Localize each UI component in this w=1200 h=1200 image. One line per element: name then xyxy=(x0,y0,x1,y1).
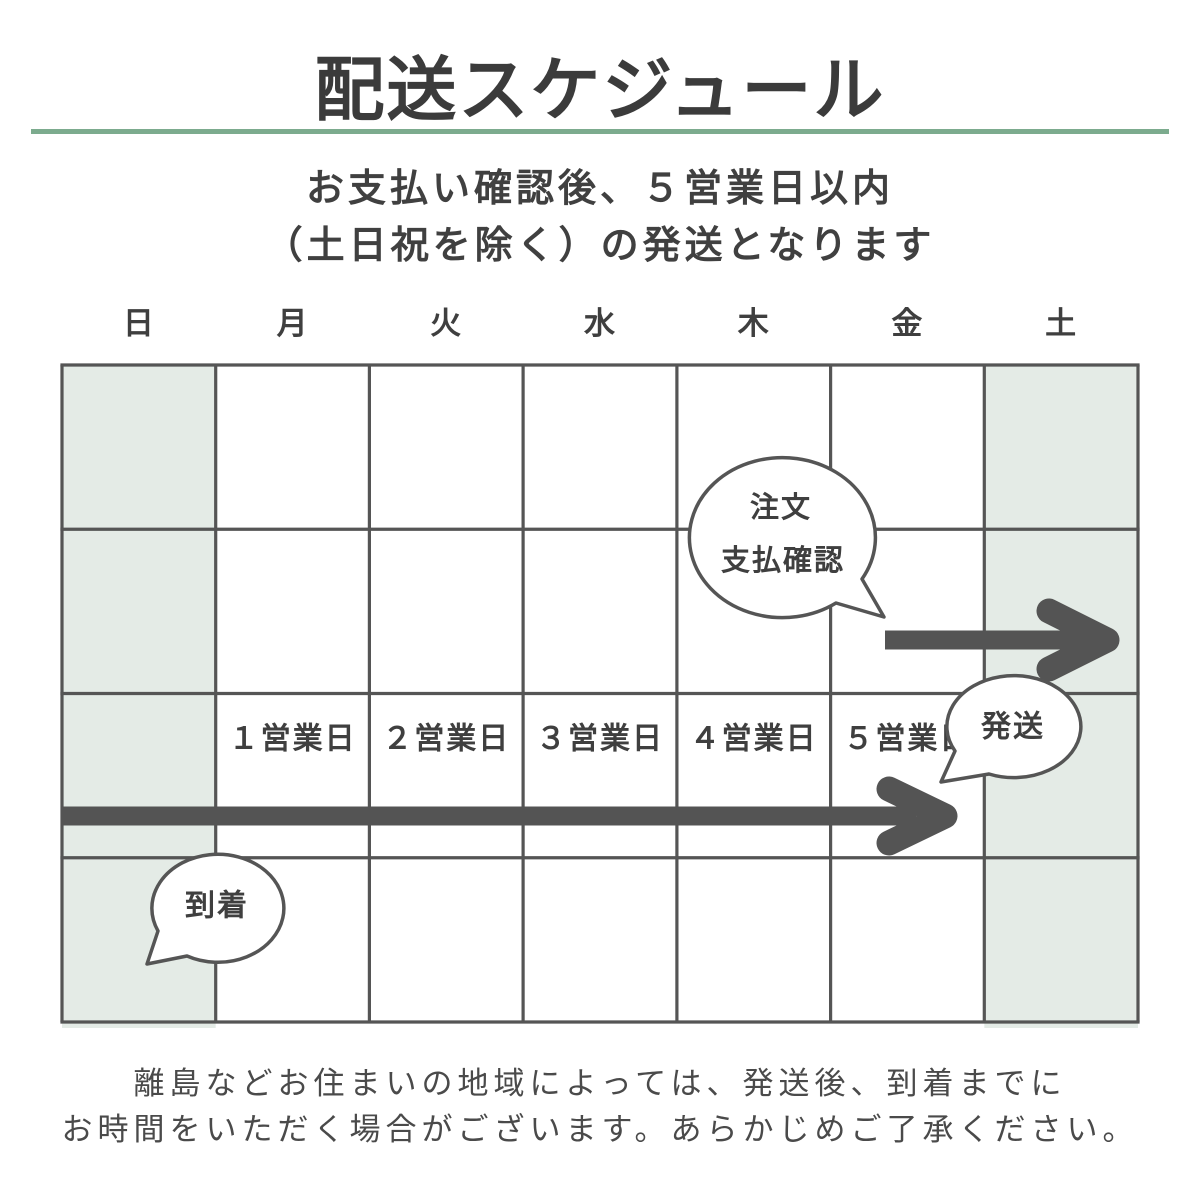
page-title: 配送スケジュール xyxy=(314,49,886,131)
business-day-label-3: ３営業日 xyxy=(536,722,664,757)
footer-note: 離島などお住まいの地域によっては、発送後、到着までに お時間をいただく場合がござ… xyxy=(0,1061,1200,1153)
day-header-thu: 木 xyxy=(737,306,770,342)
day-header-wed: 水 xyxy=(583,306,616,342)
ship-bubble: 発送 xyxy=(939,673,1083,784)
subtitle-line1: お支払い確認後、５営業日以内 xyxy=(305,166,894,210)
title-divider xyxy=(31,129,1169,134)
day-header-sun: 日 xyxy=(123,306,155,342)
business-day-label-2: ２営業日 xyxy=(382,722,510,757)
footer-line2: お時間をいただく場合がございます。あらかじめご了承ください。 xyxy=(61,1112,1139,1148)
ship-bubble-label: 発送 xyxy=(980,710,1045,745)
subtitle: お支払い確認後、５営業日以内 （土日祝を除く）の発送となります xyxy=(0,160,1200,274)
subtitle-line2: （土日祝を除く）の発送となります xyxy=(264,223,936,267)
order-bubble-line1: 注文 xyxy=(750,490,812,524)
delivery-arrow xyxy=(61,776,958,856)
order-bubble: 注文 支払確認 xyxy=(687,455,886,620)
day-header-mon: 月 xyxy=(277,306,309,342)
business-day-label-1: １営業日 xyxy=(229,722,357,757)
arrival-bubble: 到着 xyxy=(145,852,286,966)
footer-line1: 離島などお住まいの地域によっては、発送後、到着までに xyxy=(133,1066,1067,1102)
day-header-fri: 金 xyxy=(891,306,923,342)
order-bubble-line2: 支払確認 xyxy=(721,543,845,577)
business-day-label-4: ４営業日 xyxy=(690,722,818,757)
day-header-tue: 火 xyxy=(430,306,462,342)
arrival-bubble-label: 到着 xyxy=(185,889,249,924)
order-confirm-arrow xyxy=(885,598,1120,682)
day-header-sat: 土 xyxy=(1045,306,1077,342)
